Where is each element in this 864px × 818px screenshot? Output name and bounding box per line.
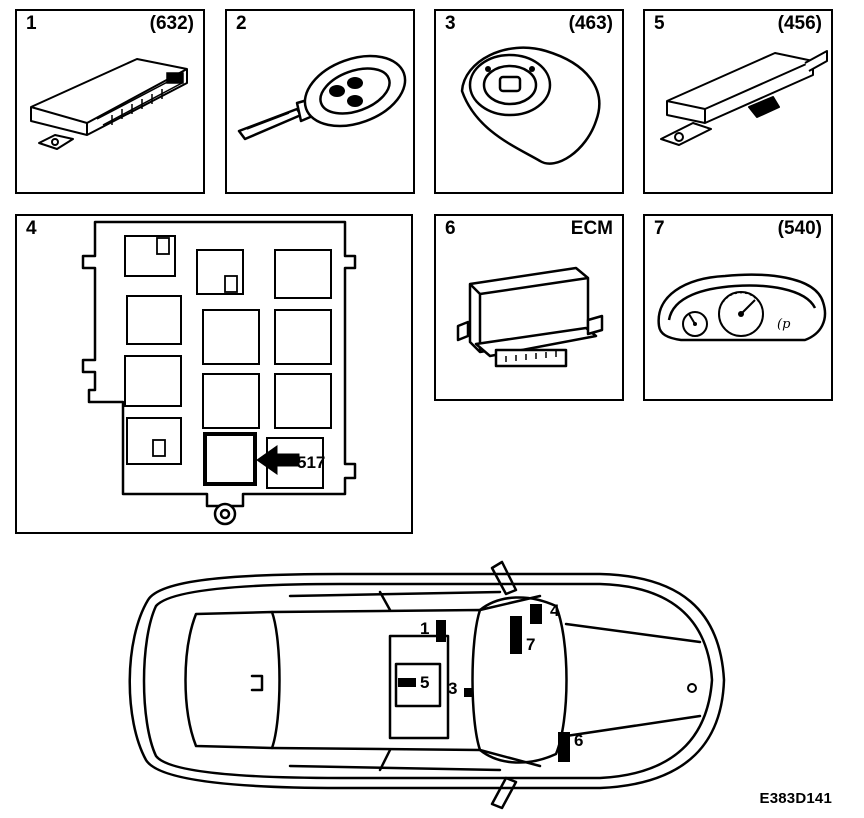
- panel-code: ECM: [570, 218, 613, 239]
- panel-5: 5 (456): [643, 9, 833, 194]
- panel-number: 5: [654, 13, 665, 34]
- location-label-3: 3: [448, 679, 457, 698]
- panel-number: 3: [445, 13, 456, 34]
- panel-6: 6 ECM: [434, 214, 624, 401]
- car-body-outline: [128, 560, 726, 810]
- relay-box-drawing: 517: [81, 220, 357, 526]
- remote-key-drawing: [237, 54, 407, 141]
- figure-id: E383D141: [759, 790, 832, 807]
- control-module-drawing: [30, 58, 188, 150]
- location-label-7: 7: [526, 635, 535, 654]
- panel-code: (463): [568, 13, 613, 34]
- location-marker-3: [464, 688, 473, 697]
- location-label-5: 5: [420, 673, 429, 692]
- instrument-cluster-drawing: (p: [657, 273, 827, 342]
- gauge-glyph: (p: [777, 317, 791, 332]
- panel-3: 3 (463): [434, 9, 624, 194]
- panel-2: 2: [225, 9, 415, 194]
- panel-code: (456): [777, 13, 822, 34]
- fuel-cap-icon: [687, 683, 697, 693]
- location-marker-5: [398, 678, 416, 687]
- panel-number: 4: [26, 218, 37, 239]
- panel-number: 1: [26, 13, 37, 34]
- location-marker-1: [436, 620, 446, 642]
- panel-1: 1 (632): [15, 9, 205, 194]
- location-marker-4: [530, 604, 542, 624]
- panel-code: (632): [149, 13, 194, 34]
- antenna-module-drawing: [660, 50, 828, 146]
- panel-4: 4 517: [15, 214, 413, 534]
- ecm-drawing: [456, 266, 604, 368]
- location-marker-6: [558, 732, 570, 762]
- panel-number: 7: [654, 218, 665, 239]
- panel-7: 7 (540) (p: [643, 214, 833, 401]
- location-label-4: 4: [550, 601, 560, 620]
- location-marker-7: [510, 616, 522, 654]
- panel-number: 6: [445, 218, 456, 239]
- panel-number: 2: [236, 13, 247, 34]
- location-label-6: 6: [574, 731, 583, 750]
- panel-code: (540): [777, 218, 822, 239]
- ignition-switch-drawing: [460, 46, 601, 165]
- location-label-1: 1: [420, 619, 429, 638]
- callout-label: 517: [297, 453, 325, 472]
